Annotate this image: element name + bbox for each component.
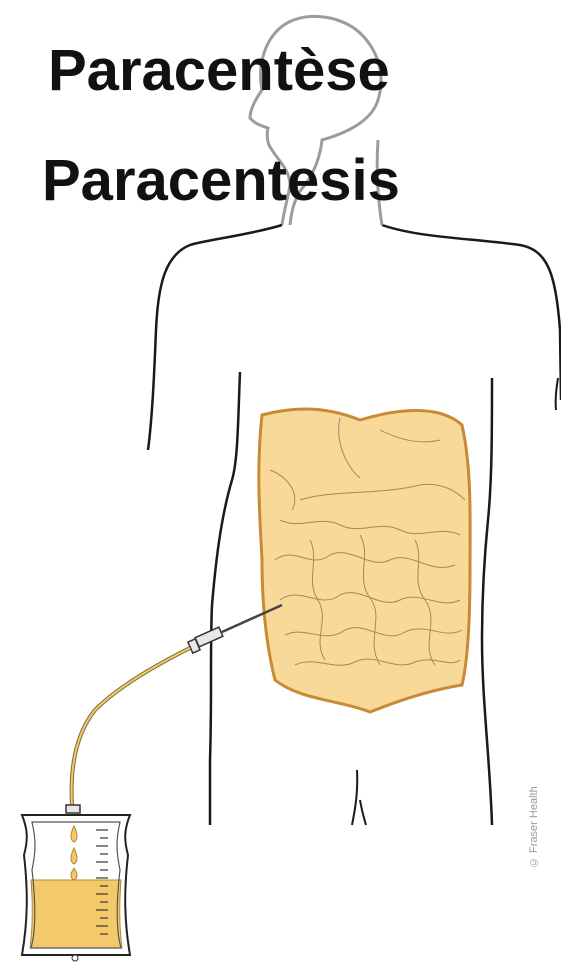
torso-right-outline [382, 225, 561, 400]
drainage-tube-fluid [72, 648, 190, 805]
groin-line-left [352, 770, 357, 825]
drainage-tube [72, 648, 190, 805]
bag-port [66, 805, 80, 813]
copyright-notice: © Fraser Health [528, 728, 548, 868]
bag-hanger-hole [72, 955, 78, 961]
right-arm-inner-line [482, 378, 492, 825]
title-english: Paracentesis [42, 152, 400, 210]
title-french: Paracentèse [48, 42, 390, 100]
needle-hub [195, 627, 223, 647]
left-arm-inner-line [210, 372, 240, 825]
fluid-drops [71, 826, 77, 880]
bag-fluid [30, 880, 122, 948]
collection-bag [22, 805, 130, 961]
right-arm-edge [556, 378, 558, 410]
groin-line-right [360, 800, 366, 825]
